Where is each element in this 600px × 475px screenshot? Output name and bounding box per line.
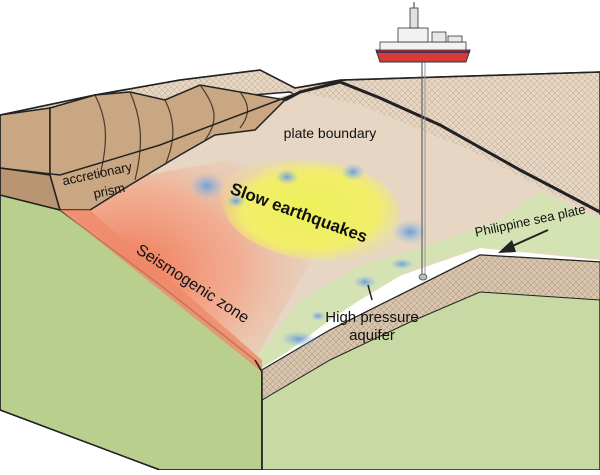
prism-ridge — [129, 91, 142, 181]
aquifer-spot — [280, 331, 316, 347]
slow-quake-spot — [189, 172, 225, 200]
aquifer-spot — [310, 311, 326, 321]
slow-quake-spot — [275, 169, 299, 185]
prism-ridge — [94, 94, 107, 176]
plate-boundary-label: plate boundary — [284, 125, 377, 141]
aquifer-spot — [390, 258, 414, 270]
sediment-band-front — [261, 254, 600, 401]
drill-bit — [418, 273, 428, 281]
prism-ridge — [164, 99, 174, 166]
plate-interface-line — [0, 91, 301, 176]
seafloor-back-edge — [0, 69, 600, 116]
aquifer-leader-line — [367, 284, 373, 301]
prism-ridge — [239, 91, 249, 129]
high-pressure-aquifer-label-line2: aquifer — [349, 327, 395, 344]
slow-quake-spot — [392, 220, 428, 244]
high-pressure-aquifer-label-line1: High pressure — [325, 309, 418, 326]
slow-quake-spot — [341, 163, 365, 181]
prism-ridge — [199, 84, 215, 141]
front-corner-edge — [254, 359, 263, 470]
plate-motion-arrow — [498, 229, 549, 253]
aquifer-spot — [353, 275, 377, 289]
slow-earthquake-zone — [220, 159, 401, 261]
upper-plate-front-left — [0, 107, 51, 176]
accretionary-prism-label-line2: prism — [92, 180, 126, 201]
drilling-ship — [375, 2, 471, 63]
philippine-sea-plate-surface — [255, 192, 600, 368]
seismogenic-front-edge — [60, 210, 262, 372]
slow-quake-spot — [226, 194, 246, 208]
